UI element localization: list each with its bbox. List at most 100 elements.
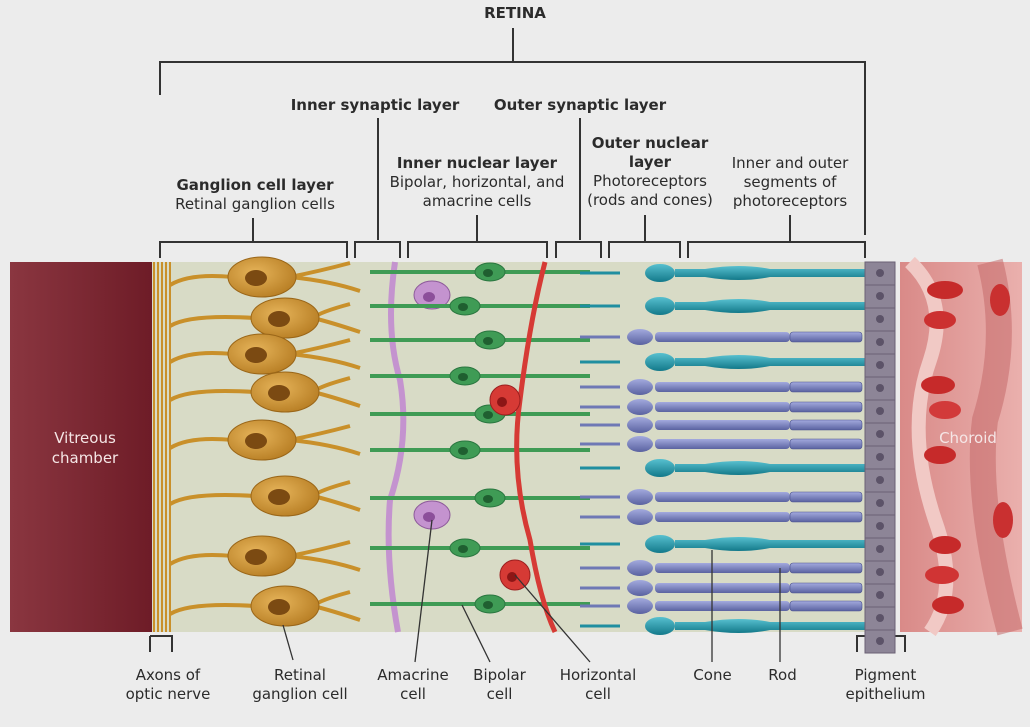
rod-inner-segment [655,601,790,611]
ganglion-cell-label: Retinal ganglion cell [252,666,348,703]
bipolar-nucleus [458,545,468,553]
amacrine-nucleus [423,292,435,302]
rod-outer-segment [789,401,863,413]
outer-synaptic-layer-label: Outer synaptic layer [493,96,667,114]
rod-nucleus-body [627,379,653,395]
retina-title: RETINA [484,4,546,22]
cone-nucleus-body [645,353,675,371]
ganglion-nucleus [245,270,267,286]
rod-nucleus-body [627,436,653,452]
cone-segment [675,537,865,551]
bipolar-nucleus [483,495,493,503]
rod-nucleus-body [627,580,653,596]
pigment-nucleus [876,476,884,484]
rod-nucleus-body [627,399,653,415]
amacrine-nucleus [423,512,435,522]
segments-label: Inner and outer segments of photorecepto… [731,154,849,210]
pigment-nucleus [876,338,884,346]
choroid-region [900,256,1023,637]
rod-inner-segment [655,402,790,412]
vitreous-chamber-label: Vitreous chamber [51,429,119,467]
ganglion-nucleus [268,385,290,401]
rod-label: Rod [768,666,797,684]
cone-nucleus-body [645,297,675,315]
pigment-nucleus [876,292,884,300]
rod-outer-segment [789,419,863,431]
rod-inner-segment [655,583,790,593]
rod-inner-segment [655,512,790,522]
cone-segment [675,266,865,280]
amacrine-process [385,261,407,633]
choroid-label: Choroid [939,429,997,447]
inner-nuclear-layer-label: Inner nuclear layer Bipolar, horizontal,… [389,154,565,210]
rod-outer-segment [789,511,863,523]
ganglion-nucleus [268,489,290,505]
bipolar-nucleus [458,303,468,311]
rod-inner-segment [655,439,790,449]
optic-nerve-axons [153,262,171,632]
outer-nuclear-layer-label: Outer nuclear layer Photoreceptors (rods… [587,134,713,209]
ganglion-axon [168,315,256,328]
pigment-nucleus [876,637,884,645]
pigment-nucleus [876,407,884,415]
inner-synaptic-layer-label: Inner synaptic layer [290,96,460,114]
ganglion-axon [168,603,256,616]
cone-nucleus-body [645,459,675,477]
leader-lines [282,519,781,663]
pigment-nucleus [876,614,884,622]
bipolar-nucleus [458,447,468,455]
pigment-epithelium [864,261,896,654]
horizontal-nucleus [507,572,517,582]
ganglion-axon [168,351,233,364]
cone-segment [675,355,865,369]
pigment-nucleus [876,545,884,553]
ganglion-nucleus [245,347,267,363]
pigment-epithelium-label: Pigment epithelium [845,666,926,703]
rod-outer-segment [789,600,863,612]
cone-segment [675,619,865,633]
rod-inner-segment [655,382,790,392]
rod-nucleus-body [627,329,653,345]
amacrine-cell-label: Amacrine cell [377,666,449,703]
pigment-nucleus [876,568,884,576]
cone-segment [675,299,865,313]
bipolar-nucleus [458,373,468,381]
rod-nucleus-body [627,509,653,525]
rod-outer-segment [789,582,863,594]
rod-outer-segment [789,562,863,574]
ganglion-nucleus [268,311,290,327]
ganglion-axon [168,274,233,287]
pigment-nucleus [876,315,884,323]
bipolar-nucleus [483,337,493,345]
rod-nucleus-body [627,560,653,576]
bipolar-nucleus [483,601,493,609]
bipolar-nucleus [483,411,493,419]
rod-nucleus-body [627,598,653,614]
pigment-nucleus [876,430,884,438]
pigment-nucleus [876,591,884,599]
ganglion-cell-layer-label: Ganglion cell layer Retinal ganglion cel… [175,176,335,213]
ganglion-axon [168,437,233,450]
ganglion-axon [168,493,256,506]
ganglion-axon [168,389,256,402]
rod-inner-segment [655,492,790,502]
ganglion-nucleus [245,549,267,565]
cone-nucleus-body [645,617,675,635]
cone-nucleus-body [645,264,675,282]
bipolar-nucleus [483,269,493,277]
ganglion-axon [168,553,233,566]
pigment-nucleus [876,384,884,392]
cone-nucleus-body [645,535,675,553]
bracket-lines [149,28,906,652]
ganglion-nucleus [268,599,290,615]
rod-nucleus-body [627,489,653,505]
vitreous-chamber [10,262,152,632]
pigment-nucleus [876,269,884,277]
axons-label: Axons of optic nerve [125,666,211,703]
rod-inner-segment [655,420,790,430]
horizontal-process [514,261,558,634]
rod-inner-segment [655,332,790,342]
rod-outer-segment [789,381,863,393]
bipolar-cell-label: Bipolar cell [473,666,526,703]
rod-outer-segment [789,331,863,343]
